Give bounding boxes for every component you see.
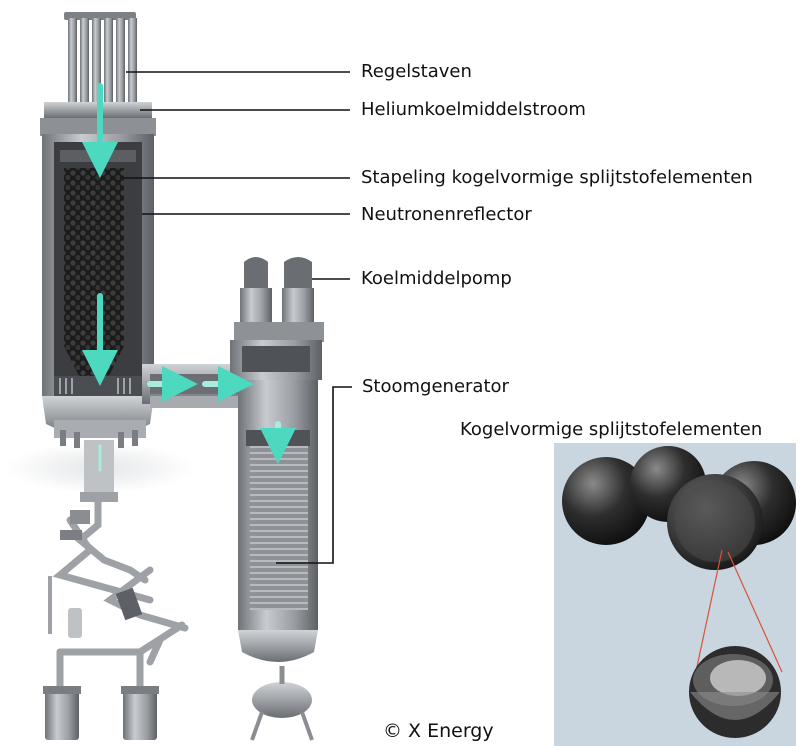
label-stapeling: Stapeling kogelvormige splijtstofelement… bbox=[361, 167, 753, 188]
label-neutronenreflector: Neutronenreflector bbox=[361, 204, 532, 225]
leader-lines bbox=[124, 71, 352, 564]
label-koelmiddelpomp: Koelmiddelpomp bbox=[361, 268, 512, 289]
coolant-pumps bbox=[234, 257, 324, 342]
credit: © X Energy bbox=[383, 720, 494, 742]
leader-stoomgenerator bbox=[276, 386, 352, 564]
label-heliumkoelmiddelstroom: Heliumkoelmiddelstroom bbox=[361, 99, 586, 120]
steam-generator bbox=[230, 257, 324, 741]
inset-title: Kogelvormige splijtstofelementen bbox=[460, 419, 763, 440]
control-rod-drives bbox=[64, 12, 137, 104]
flow-arrows bbox=[82, 83, 296, 472]
fuel-pebble-photo bbox=[554, 443, 796, 746]
cut-marker-right bbox=[727, 551, 783, 673]
label-stoomgenerator: Stoomgenerator bbox=[362, 376, 509, 397]
label-regelstaven: Regelstaven bbox=[361, 61, 472, 82]
fuel-handling-parts bbox=[43, 510, 159, 740]
pebble-back-left bbox=[562, 457, 650, 545]
